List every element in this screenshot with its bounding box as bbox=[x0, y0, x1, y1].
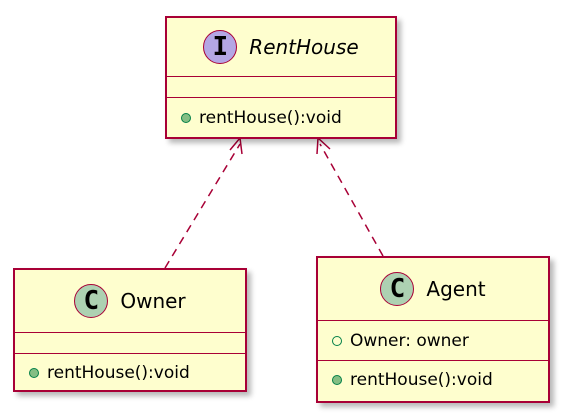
class-header: C Owner bbox=[15, 270, 245, 332]
methods-compartment: rentHouse():void bbox=[15, 353, 245, 391]
public-method-icon bbox=[29, 367, 39, 378]
owner-to-renthouse-arrowhead bbox=[229, 136, 243, 155]
public-field-icon bbox=[332, 335, 342, 346]
class-badge-icon: C bbox=[74, 284, 109, 318]
class-name: Agent bbox=[426, 277, 486, 301]
method-text: rentHouse():void bbox=[199, 108, 342, 128]
owner-to-renthouse-link bbox=[164, 143, 241, 269]
class-owner[interactable]: C Owner rentHouse():void bbox=[13, 268, 247, 392]
method-text: rentHouse():void bbox=[47, 362, 190, 383]
agent-to-renthouse-arrowhead bbox=[316, 136, 331, 155]
class-name: Owner bbox=[120, 289, 186, 313]
class-name: RentHouse bbox=[249, 35, 359, 59]
methods-compartment: rentHouse():void bbox=[318, 360, 548, 399]
class-renthouse[interactable]: I RentHouse rentHouse():void bbox=[165, 16, 397, 139]
class-header: C Agent bbox=[318, 258, 548, 320]
agent-to-renthouse-link bbox=[319, 143, 384, 257]
fields-compartment bbox=[15, 332, 245, 353]
method-text: rentHouse():void bbox=[350, 370, 493, 390]
interface-badge-icon: I bbox=[203, 30, 238, 64]
methods-compartment: rentHouse():void bbox=[167, 97, 395, 138]
fields-compartment: Owner: owner bbox=[318, 320, 548, 360]
class-agent[interactable]: C Agent Owner: owner rentHouse():void bbox=[316, 256, 550, 403]
fields-compartment bbox=[167, 76, 395, 97]
class-badge-icon: C bbox=[380, 272, 415, 306]
class-header: I RentHouse bbox=[167, 18, 395, 76]
field-text: Owner: owner bbox=[350, 330, 469, 351]
public-method-icon bbox=[332, 375, 342, 385]
public-method-icon bbox=[181, 113, 191, 123]
